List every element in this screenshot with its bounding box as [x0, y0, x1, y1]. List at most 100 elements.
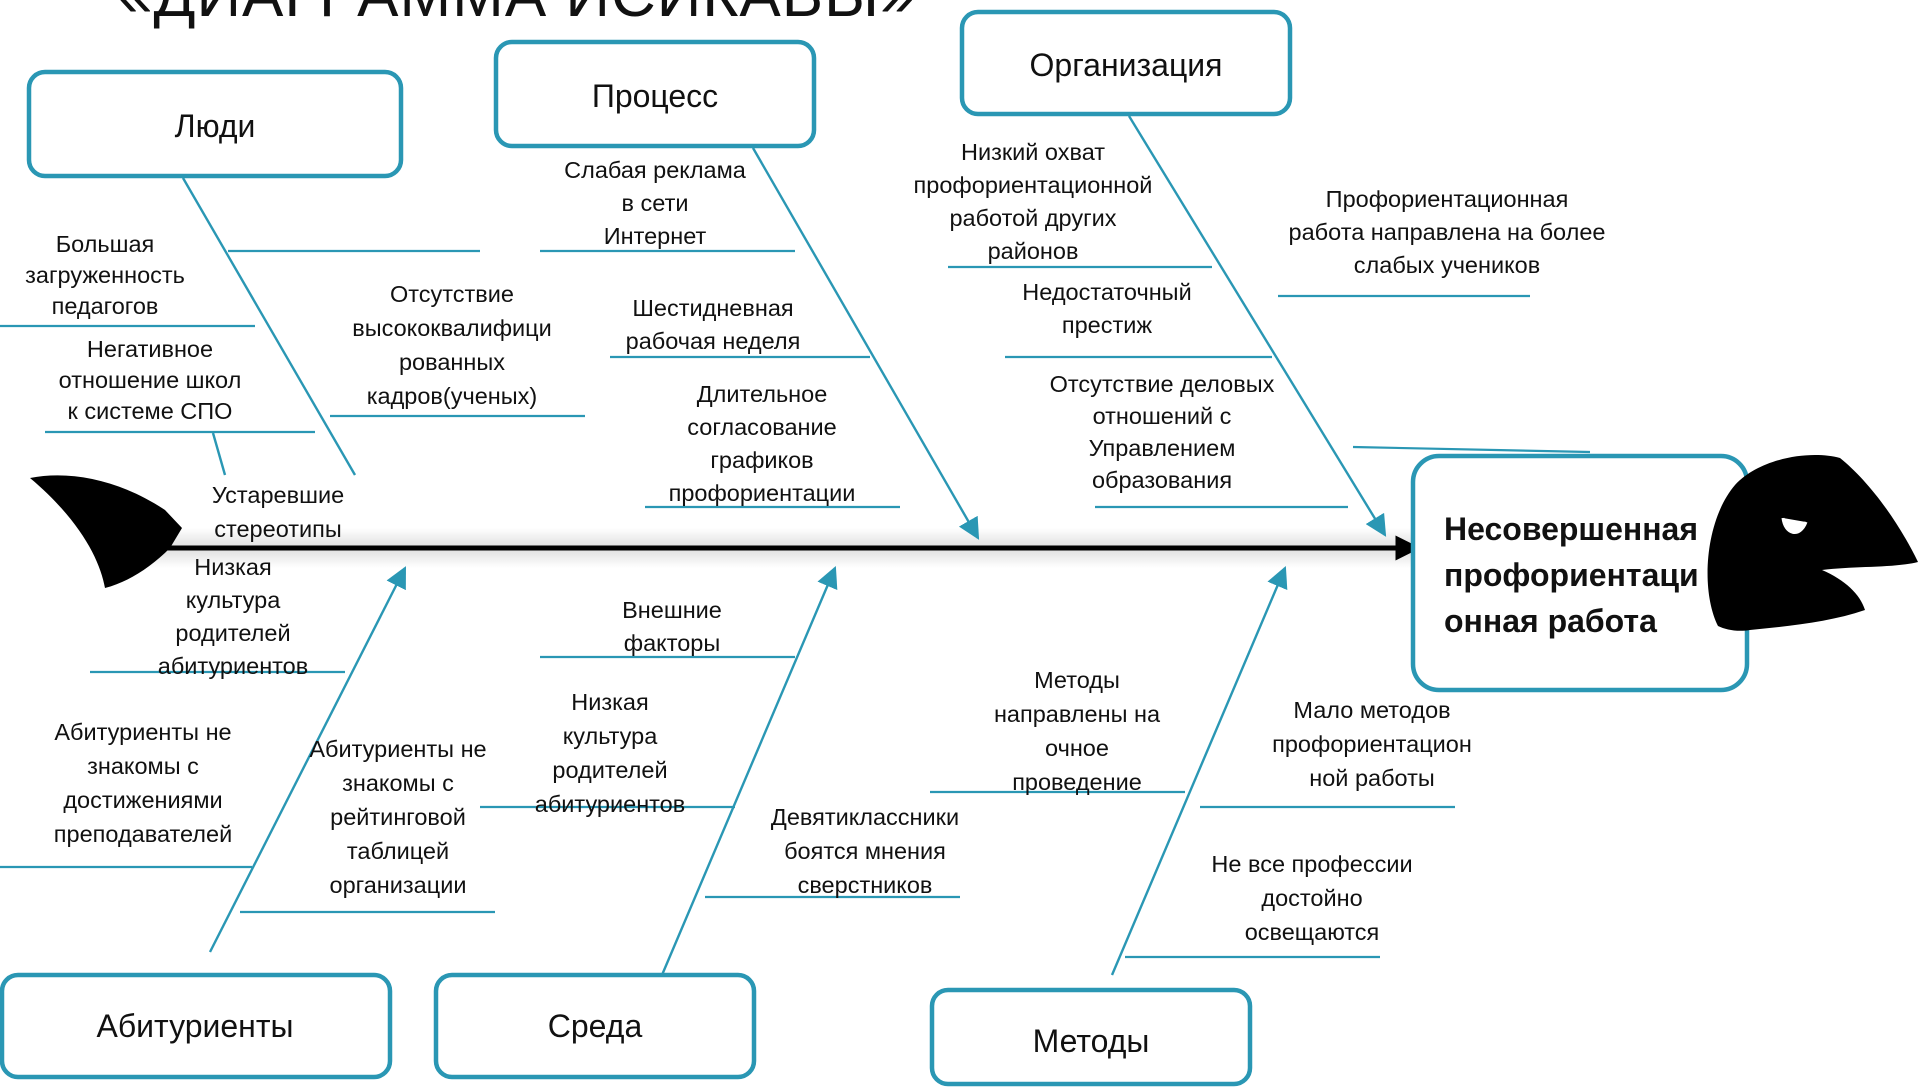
cause-underlines	[0, 249, 1591, 959]
category-box-environment: Среда	[433, 972, 757, 1080]
cause-line: ной работы	[1309, 765, 1435, 791]
category-label-applicants: Абитуриенты	[97, 1008, 294, 1044]
cause-line: Не все профессии	[1211, 851, 1412, 877]
cause-line: рейтинговой	[330, 804, 466, 830]
cause-line: таблицей	[347, 838, 449, 864]
cause-line: родителей	[552, 757, 667, 783]
cause-line: в сети	[622, 190, 689, 216]
cause-line: к системе СПО	[68, 398, 233, 424]
cause-line: профориентацион	[1272, 731, 1472, 757]
cause-line: отношение школ	[59, 367, 242, 393]
category-label-process: Процесс	[592, 78, 718, 114]
cause-line: знакомы с	[342, 770, 454, 796]
cause-line: педагогов	[52, 293, 159, 319]
cause-line: Шестидневная	[632, 295, 793, 321]
cause-line: Абитуриенты не	[54, 719, 231, 745]
cause-line: Низкая	[571, 689, 648, 715]
cause-in-person-methods: Методы направлены на очное проведение	[994, 667, 1161, 795]
cause-long-approval: Длительное согласование графиков профориент…	[669, 381, 856, 506]
cause-line: Отсутствие деловых	[1050, 371, 1275, 397]
category-box-applicants: Абитуриенты	[0, 972, 393, 1080]
category-box-methods: Методы	[929, 987, 1253, 1087]
cause-few-methods: Мало методов профориентацион ной работы	[1272, 697, 1472, 791]
cause-line: Абитуриенты не	[309, 736, 486, 762]
cause-six-day-week: Шестидневная рабочая неделя	[626, 295, 801, 354]
bone-people	[181, 177, 357, 476]
cause-line: кадров(ученых)	[367, 383, 538, 409]
category-box-process: Процесс	[493, 39, 817, 149]
cause-line: работой других	[949, 205, 1116, 231]
cause-line: знакомы с	[87, 753, 199, 779]
category-label-methods: Методы	[1033, 1023, 1150, 1059]
cause-line: Низкий охват	[961, 139, 1105, 165]
effect-label-line-3: онная работа	[1444, 603, 1657, 639]
cause-line: Девятиклассники	[771, 804, 959, 830]
cause-line: Внешние	[622, 597, 722, 623]
cause-line: профориентационной	[914, 172, 1153, 198]
cause-line: освещаются	[1245, 919, 1380, 945]
cause-line: работа направлена на более	[1289, 219, 1606, 245]
cause-line: Профориентационная	[1326, 186, 1569, 212]
cause-line: Слабая реклама	[564, 157, 747, 183]
cause-line: Методы	[1034, 667, 1120, 693]
cause-line: культура	[186, 587, 281, 613]
cause-line: рабочая неделя	[626, 328, 801, 354]
cause-line: Длительное	[697, 381, 828, 407]
effect-label-line-1: Несовершенная	[1444, 511, 1698, 547]
cause-line: боятся мнения	[784, 838, 946, 864]
cause-line: престиж	[1062, 312, 1153, 338]
cause-outdated-stereotypes: Устаревшие стереотипы	[212, 482, 344, 542]
cause-line: Мало методов	[1293, 697, 1450, 723]
bone-process	[751, 147, 980, 540]
cause-line: родителей	[175, 620, 290, 646]
bone-organization	[1127, 115, 1387, 537]
cause-line: Устаревшие	[212, 482, 344, 508]
cause-line: достойно	[1261, 885, 1362, 911]
cause-line: абитуриентов	[158, 653, 308, 679]
category-label-environment: Среда	[548, 1008, 643, 1044]
cause-line: Управлением	[1089, 435, 1236, 461]
cause-line: графиков	[710, 447, 813, 473]
cause-negative-attitude: Негативное отношение школ к системе СПО	[59, 336, 242, 424]
cause-line: организации	[330, 872, 467, 898]
cause-line: Низкая	[194, 554, 271, 580]
category-box-organization: Организация	[959, 9, 1293, 117]
category-label-organization: Организация	[1030, 47, 1223, 83]
cause-unaware-of-ranking: Абитуриенты не знакомы с рейтинговой таблиц…	[309, 736, 486, 898]
cause-line: образования	[1092, 467, 1232, 493]
cause-line: согласование	[687, 414, 836, 440]
cause-line: сверстников	[798, 872, 933, 898]
cause-line: проведение	[1012, 769, 1142, 795]
effect-box: Несовершенная профориентаци онная работа	[1410, 453, 1750, 693]
bone-environment	[660, 566, 838, 976]
cause-line: Негативное	[87, 336, 213, 362]
cause-line: очное	[1045, 735, 1109, 761]
cause-line: Интернет	[604, 223, 707, 249]
cause-line: культура	[563, 723, 658, 749]
cause-line: профориентации	[669, 480, 856, 506]
cause-line: Большая	[56, 231, 155, 257]
bone-stub	[211, 432, 227, 476]
category-box-people: Люди	[26, 69, 404, 179]
cause-line: направлены на	[994, 701, 1161, 727]
cause-line: районов	[988, 238, 1079, 264]
cause-not-all-professions: Не все профессии достойно освещаются	[1211, 851, 1412, 945]
cause-line: слабых учеников	[1354, 252, 1540, 278]
category-label-people: Люди	[175, 108, 256, 144]
diagram-title: «ДИАГРАММА ИСИКАВЫ»	[118, 0, 915, 30]
cause-low-parent-culture-1: Низкая культура родителей абитуриентов	[158, 554, 308, 679]
cause-weaker-students: Профориентационная работа направлена на б…	[1289, 186, 1606, 278]
cause-low-coverage: Низкий охват профориентационной работой др…	[914, 139, 1153, 264]
cause-line: отношений с	[1093, 403, 1232, 429]
fish-tail-icon	[30, 475, 182, 588]
cause-line: стереотипы	[214, 516, 342, 542]
cause-line: преподавателей	[54, 821, 232, 847]
cause-line: Отсутствие	[390, 281, 514, 307]
